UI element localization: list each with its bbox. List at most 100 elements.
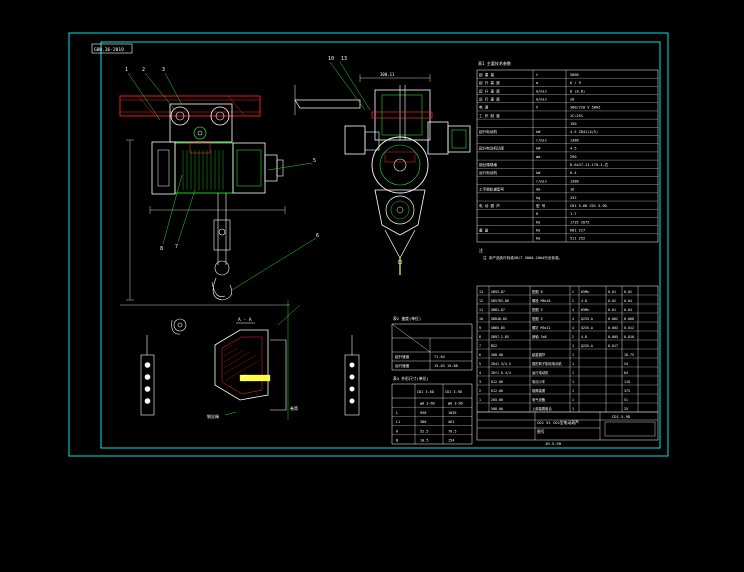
parts-cell: 0.003 (608, 326, 618, 330)
parts-cell: 销轴 3x8 (532, 334, 547, 339)
parts-cell: 4.8 (581, 299, 587, 303)
parts-cell: 4.8 (581, 335, 587, 339)
parts-cell: 4 (572, 317, 574, 321)
small-b-cell: 154 (448, 439, 454, 443)
spec-row-unit: KG (536, 220, 540, 224)
parts-cell: 0.002 (608, 317, 618, 321)
parts-cell: 8 (479, 335, 481, 339)
spec-row-value: 681 227 (570, 229, 585, 233)
hook-detail (171, 318, 187, 335)
spec-row-value: D-6x37-11-170-1-右 (570, 162, 609, 167)
parts-cell: 9 (479, 326, 481, 330)
drum-housing (174, 142, 234, 194)
travel-motor (447, 125, 471, 153)
parts-cell: 1 (572, 380, 574, 384)
parts-cell: 2 (479, 389, 481, 393)
parts-cell: Q235-A (581, 326, 593, 330)
spec-row-unit: mm (536, 188, 540, 192)
parts-cell: 10 (479, 317, 483, 321)
spec-row-unit: kW (536, 171, 541, 175)
spec-row-value: 290 (570, 155, 577, 159)
small-b-cell: 950 (420, 411, 426, 415)
spec-row-value: 150 (570, 122, 577, 126)
parts-cell: 0.04 (624, 299, 632, 303)
small-b-cell: 461 (448, 420, 454, 424)
spec-row-unit: m (536, 81, 538, 85)
parts-cell: 2 (572, 290, 574, 294)
parts-cell: 锥形转子制动电动机 (532, 361, 562, 366)
parts-cell: 11 (479, 308, 483, 312)
parts-cell: 65Mn (581, 308, 589, 312)
spec-row-label: 运行电动机 (479, 170, 497, 175)
i-beam (119, 95, 261, 117)
parts-cell: 0.01 (608, 308, 616, 312)
spec-row-unit: mm (536, 155, 540, 159)
spec-row-unit: kg (536, 196, 540, 200)
parts-cell: 54 (624, 362, 628, 366)
parts-cell: GB81-87 (491, 308, 505, 312)
small-b-cell: H (396, 429, 398, 433)
parts-cell: 4 (572, 308, 574, 312)
small-table-a-title: 表2 速度(单位) (393, 316, 421, 321)
parts-cell: GB65-85 (491, 326, 505, 330)
parts-cell: 垫圈 8 (532, 289, 543, 294)
parts-cell: 电气设备 (532, 397, 546, 402)
parts-cell: 1 (572, 362, 574, 366)
product-name: CD1 5t CD1型电动葫芦 (537, 420, 579, 425)
spec-row-unit: kW (536, 130, 541, 134)
parts-cell: 508.00 (491, 353, 503, 357)
pendant-right (344, 354, 360, 416)
parts-cell: 螺钉 M5x12 (532, 325, 551, 330)
parts-cell: 1 (572, 398, 574, 402)
spec-row-label: 起 升 高 度 (479, 80, 500, 85)
small-b-cell: B (396, 439, 398, 443)
parts-cell: 18.75 (624, 353, 634, 357)
section-detail: A - A 钢丝绳 卷筒 (207, 300, 301, 420)
callout-2: 2 (142, 67, 145, 73)
callout-5: 5 (313, 158, 316, 164)
spec-row-label: 重 量 (479, 228, 489, 233)
parts-cell: 508.00 (491, 407, 503, 411)
hoist-front-view: 1 2 3 5 6 8 7 (119, 67, 319, 306)
parts-cell: 垫圈 5 (532, 307, 543, 312)
parts-cell: 2 (572, 335, 574, 339)
spec-row-label: 工 作 制 度 (479, 113, 500, 118)
spec-row-label: 起升电动机 (479, 129, 497, 134)
spec-row-value: 6 / 9 (570, 81, 581, 85)
spec-row-value: 511 252 (570, 237, 585, 241)
parts-cell: 25 (624, 407, 628, 411)
parts-cell: 1 (572, 344, 574, 348)
trolley-wheel-right (210, 106, 230, 126)
spec-row-label: 起 升 速 度 (479, 88, 500, 93)
spec-row-value: 1735 2075 (570, 220, 589, 224)
callout-6: 6 (316, 233, 319, 239)
spec-row-label: 起 重 量 (479, 72, 495, 77)
parts-cell: 6 (479, 353, 481, 357)
parts-cell: 1 (572, 353, 574, 357)
parts-cell: ZDY1 0.4/4 (491, 371, 511, 375)
spec-row-label: 工字钢轨道型号 (479, 187, 505, 192)
small-b-cell: 380 (420, 420, 426, 424)
parts-cell: 612.00 (491, 380, 503, 384)
parts-cell: 7 (479, 344, 481, 348)
parts-cell: 205.00 (491, 398, 503, 402)
parts-cell: 2 (572, 299, 574, 303)
small-b-cell: 78.5 (448, 429, 456, 433)
small-b-header: CD1 3-6D (417, 390, 434, 394)
parts-cell: 0.01 (608, 290, 616, 294)
parts-cell: 3 (479, 380, 481, 384)
detail-label-rope: 钢丝绳 (207, 413, 219, 419)
spec-row-value: 1380 (570, 138, 579, 142)
spec-row-unit: H (536, 212, 538, 216)
spec-row-label: 电 源 (479, 105, 489, 110)
parts-cell: 4 (479, 371, 481, 375)
small-b-cell: 52.5 (420, 429, 428, 433)
drawing-no: CD1-5-9D (612, 414, 631, 419)
parts-cell: 上部装置组合 (532, 406, 552, 411)
parts-cell: ZD41 4/4.5 (491, 362, 511, 366)
svg-text:注: 注 (479, 247, 483, 253)
scale-label: 图号 (537, 429, 545, 434)
parts-cell: Q235-A (581, 344, 593, 348)
